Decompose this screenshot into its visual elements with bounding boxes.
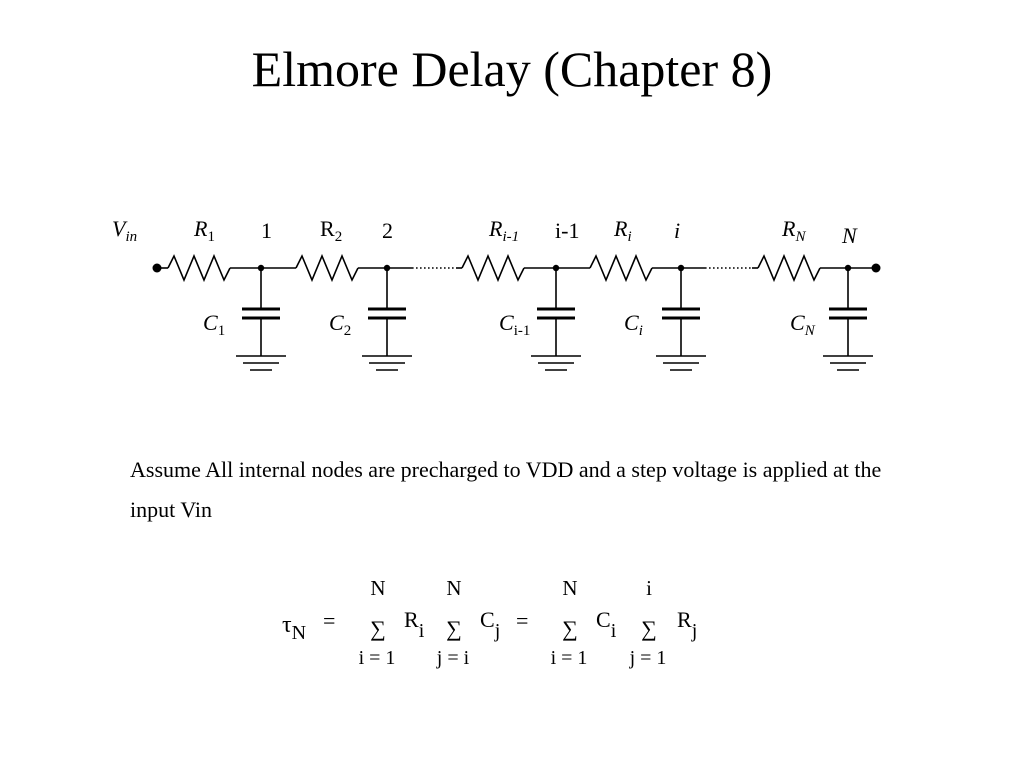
capacitor-label-n: CN <box>790 310 816 339</box>
output-terminal <box>871 263 881 273</box>
capacitor-label-2: C2 <box>329 310 351 339</box>
node-label-n: N <box>841 223 858 248</box>
sum-lower-2: j = i <box>436 647 470 669</box>
factor-c-i: Ci <box>596 607 617 642</box>
capacitor-i-symbol <box>656 268 706 371</box>
sum-upper-1: N <box>370 576 385 600</box>
node-dot-2 <box>383 264 391 272</box>
node-dot-i <box>677 264 685 272</box>
sum-lower-4: j = 1 <box>629 647 667 669</box>
capacitor-1-symbol <box>236 268 286 371</box>
resistor-label-n: RN <box>781 216 806 245</box>
sum-symbol-4: ∑ <box>641 616 657 641</box>
factor-r-i: Ri <box>404 607 425 642</box>
sum-symbol-3: ∑ <box>562 616 578 641</box>
node-label-1: 1 <box>261 218 272 243</box>
resistor-2-zigzag <box>295 253 359 283</box>
factor-r-j: Rj <box>677 607 697 642</box>
node-label-im1: i-1 <box>555 218 579 243</box>
capacitor-label-im1: Ci-1 <box>499 310 530 339</box>
capacitor-label-i: Ci <box>624 310 643 339</box>
formula-lhs: τN <box>282 612 306 644</box>
node-label-2: 2 <box>382 218 393 243</box>
formula-equals-2: = <box>516 608 528 633</box>
node-dot-1 <box>257 264 265 272</box>
sum-upper-4: i <box>646 576 652 600</box>
resistor-label-1: R1 <box>193 216 215 245</box>
node-label-i: i <box>674 218 680 243</box>
sum-lower-3: i = 1 <box>551 647 588 669</box>
sum-upper-2: N <box>446 576 461 600</box>
sum-upper-3: N <box>562 576 577 600</box>
resistor-i-zigzag <box>589 253 653 283</box>
input-label: Vin <box>112 216 137 245</box>
formula-equals-1: = <box>323 608 335 633</box>
resistor-1-zigzag <box>167 253 231 283</box>
resistor-im1-zigzag <box>461 253 525 283</box>
resistor-label-2: R2 <box>320 216 342 245</box>
resistor-n-zigzag <box>757 253 821 283</box>
assumption-text: Assume All internal nodes are precharged… <box>130 457 882 522</box>
node-dot-im1 <box>552 264 560 272</box>
node-dot-n <box>844 264 852 272</box>
input-terminal <box>152 263 162 273</box>
resistor-label-im1: Ri-1 <box>488 216 519 245</box>
sum-symbol-1: ∑ <box>370 616 386 641</box>
slide-title: Elmore Delay (Chapter 8) <box>251 41 773 97</box>
capacitor-2-symbol <box>362 268 412 371</box>
capacitor-im1-symbol <box>531 268 581 371</box>
capacitor-label-1: C1 <box>203 310 225 339</box>
resistor-label-i: Ri <box>613 216 632 245</box>
factor-c-j: Cj <box>480 607 500 642</box>
sum-lower-1: i = 1 <box>359 647 396 669</box>
sum-symbol-2: ∑ <box>446 616 462 641</box>
capacitor-n-symbol <box>823 268 873 371</box>
rc-ladder-circuit: Vin R1 R2 Ri-1 Ri RN 1 2 i-1 i N C1 C2 C… <box>112 216 881 371</box>
